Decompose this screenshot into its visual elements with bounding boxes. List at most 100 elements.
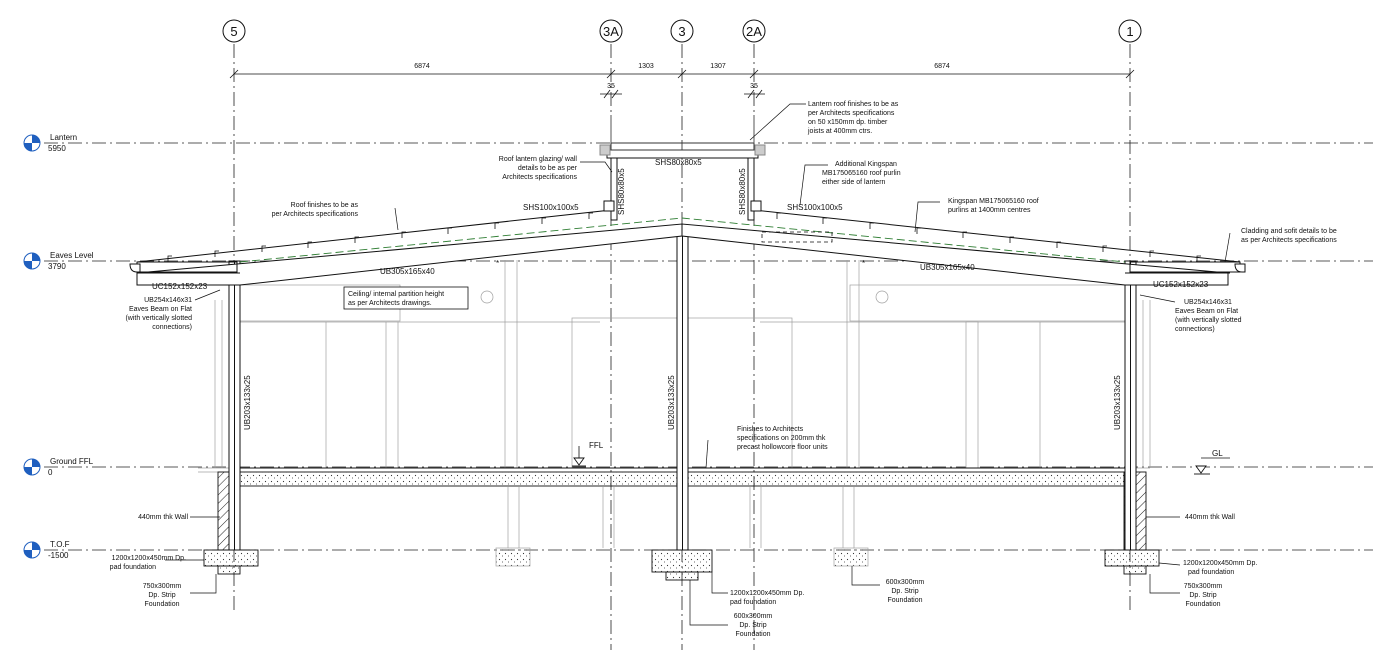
grid-bubble-3: 3 <box>670 19 694 43</box>
level-value-tof: -1500 <box>48 551 69 560</box>
level-value-eaves: 3790 <box>48 262 66 271</box>
svg-text:750x300mm: 750x300mm <box>143 583 182 590</box>
level-value-lantern: 5950 <box>48 144 66 153</box>
background-elevation <box>198 260 1151 548</box>
svg-text:1200x1200x450mm Dp.: 1200x1200x450mm Dp. <box>112 555 186 562</box>
level-marker-lantern: Lantern 5950 <box>23 133 77 153</box>
label-col-left: UB203x133x25 <box>243 375 252 430</box>
lantern-frame <box>599 115 766 221</box>
star-mark-left: * <box>496 259 499 268</box>
level-marker-ground: Ground FFL 0 <box>23 457 94 477</box>
label-rafter-left: UB305x165x40 <box>380 267 435 276</box>
background-pads <box>495 547 869 567</box>
label-lantern-beam: SHS80x80x5 <box>655 158 702 167</box>
svg-text:1200x1200x450mm Dp.: 1200x1200x450mm Dp. <box>1183 560 1257 567</box>
dim-bay-right: 6874 <box>934 63 950 70</box>
dim-offset-left: 35 <box>607 83 615 90</box>
svg-text:1200x1200x450mm Dp.: 1200x1200x450mm Dp. <box>730 590 804 597</box>
svg-text:Dp. Strip: Dp. Strip <box>739 622 766 629</box>
svg-text:(with vertically slotted: (with vertically slotted <box>125 315 192 322</box>
svg-text:either side of lantern: either side of lantern <box>822 179 886 186</box>
label-uc-right: UC152x152x23 <box>1153 280 1209 289</box>
svg-text:Roof lantern glazing/ wall: Roof lantern glazing/ wall <box>499 156 578 163</box>
svg-text:connections): connections) <box>152 324 192 331</box>
svg-text:pad foundation: pad foundation <box>1188 569 1234 576</box>
svg-text:Architects specifications: Architects specifications <box>502 174 577 181</box>
note-pad-left: 1200x1200x450mm Dp. pad foundation <box>110 555 186 571</box>
label-shs-left: SHS100x100x5 <box>523 203 579 212</box>
label-col-right: UB203x133x25 <box>1113 375 1122 430</box>
svg-text:per Architects specifications: per Architects specifications <box>808 110 895 117</box>
grid-label-2a: 2A <box>746 24 762 39</box>
svg-text:Additional Kingspan: Additional Kingspan <box>835 161 897 168</box>
svg-text:Kingspan MB175065160 roof: Kingspan MB175065160 roof <box>948 198 1039 205</box>
note-strip-right: 750x300mm Dp. Strip Foundation <box>1184 583 1223 608</box>
level-value-ground: 0 <box>48 468 53 477</box>
level-name-lantern: Lantern <box>50 133 77 142</box>
level-marker-tof: T.O.F -1500 <box>23 540 70 560</box>
svg-text:600x300mm: 600x300mm <box>886 579 925 586</box>
svg-text:pad foundation: pad foundation <box>730 599 776 606</box>
note-wall-right: 440mm thk Wall <box>1185 514 1235 521</box>
svg-text:on 50 x150mm dp. timber: on 50 x150mm dp. timber <box>808 119 888 126</box>
label-lantern-post-right: SHS80x80x5 <box>738 168 747 215</box>
level-marker-eaves: Eaves Level 3790 <box>23 251 94 271</box>
grid-label-1: 1 <box>1126 24 1133 39</box>
leader-lines <box>165 103 1231 626</box>
dim-bay-3-2a: 1307 <box>710 63 726 70</box>
svg-text:details to be as per: details to be as per <box>518 165 578 172</box>
note-roof-finishes: Roof finishes to be as per Architects sp… <box>272 202 359 218</box>
note-cladding: Cladding and sofit details to be as per … <box>1241 228 1337 244</box>
svg-text:precast hollowcore floor units: precast hollowcore floor units <box>737 444 828 451</box>
grid-bubble-5: 5 <box>222 19 246 43</box>
note-strip-mid: 600x300mm Dp. Strip Foundation <box>734 613 773 638</box>
note-ceiling: Ceiling/ internal partition height as pe… <box>343 286 469 310</box>
grid-label-5: 5 <box>230 24 237 39</box>
label-uc-left: UC152x152x23 <box>152 282 208 291</box>
svg-text:Foundation: Foundation <box>144 601 179 608</box>
level-lines <box>44 142 1373 551</box>
gl-label: GL <box>1212 449 1223 458</box>
grid-label-3: 3 <box>678 24 685 39</box>
note-lantern-roof: Lantern roof finishes to be as per Archi… <box>807 101 899 135</box>
svg-text:Finishes to Architects: Finishes to Architects <box>737 426 804 433</box>
note-eaves-beam-left: UB254x146x31 Eaves Beam on Flat (with ve… <box>125 297 192 331</box>
note-kingspan-purlins: Kingspan MB175065160 roof purlins at 140… <box>948 198 1039 214</box>
grid-bubble-2a: 2A <box>742 19 766 43</box>
svg-text:Foundation: Foundation <box>1185 601 1220 608</box>
svg-text:purlins at 1400mm centres: purlins at 1400mm centres <box>948 207 1031 214</box>
dim-offset-right: 35 <box>750 83 758 90</box>
svg-text:MB175065160 roof purlin: MB175065160 roof purlin <box>822 170 901 177</box>
svg-text:Dp. Strip: Dp. Strip <box>148 592 175 599</box>
note-additional-kingspan: Additional Kingspan MB175065160 roof pur… <box>822 161 901 186</box>
note-strip-centre: 600x300mm Dp. Strip Foundation <box>886 579 925 604</box>
roof-purlins <box>167 212 1201 262</box>
level-name-ground: Ground FFL <box>50 457 94 466</box>
label-lantern-post-left: SHS80x80x5 <box>617 168 626 215</box>
svg-text:as per Architects drawings.: as per Architects drawings. <box>348 300 432 307</box>
svg-text:Eaves Beam on Flat: Eaves Beam on Flat <box>1175 308 1238 315</box>
star-mark-right: * <box>862 259 865 268</box>
note-pad-right: 1200x1200x450mm Dp. pad foundation <box>1183 560 1257 576</box>
svg-text:per Architects specifications: per Architects specifications <box>272 211 359 218</box>
label-rafter-right: UB305x165x40 <box>920 263 975 272</box>
gl-marker: GL <box>1194 449 1230 475</box>
level-name-eaves: Eaves Level <box>50 251 94 260</box>
svg-text:Lantern roof finishes to be as: Lantern roof finishes to be as <box>808 101 899 108</box>
note-wall-left: 440mm thk Wall <box>138 514 188 521</box>
note-pad-mid: 1200x1200x450mm Dp. pad foundation <box>730 590 804 606</box>
label-col-mid: UB203x133x25 <box>667 375 676 430</box>
steel-columns <box>228 235 1137 551</box>
dimension-chain <box>229 69 1135 99</box>
svg-text:Foundation: Foundation <box>735 631 770 638</box>
svg-text:UB254x146x31: UB254x146x31 <box>144 297 192 304</box>
note-eaves-beam-right: UB254x146x31 Eaves Beam on Flat (with ve… <box>1175 299 1242 333</box>
svg-text:joists at 400mm ctrs.: joists at 400mm ctrs. <box>807 128 872 135</box>
svg-text:Eaves Beam on Flat: Eaves Beam on Flat <box>129 306 192 313</box>
label-shs-right: SHS100x100x5 <box>787 203 843 212</box>
svg-text:Ceiling/ internal partition he: Ceiling/ internal partition height <box>348 291 444 298</box>
svg-text:as per Architects specificatio: as per Architects specifications <box>1241 237 1337 244</box>
svg-text:connections): connections) <box>1175 326 1215 333</box>
svg-text:Dp. Strip: Dp. Strip <box>891 588 918 595</box>
